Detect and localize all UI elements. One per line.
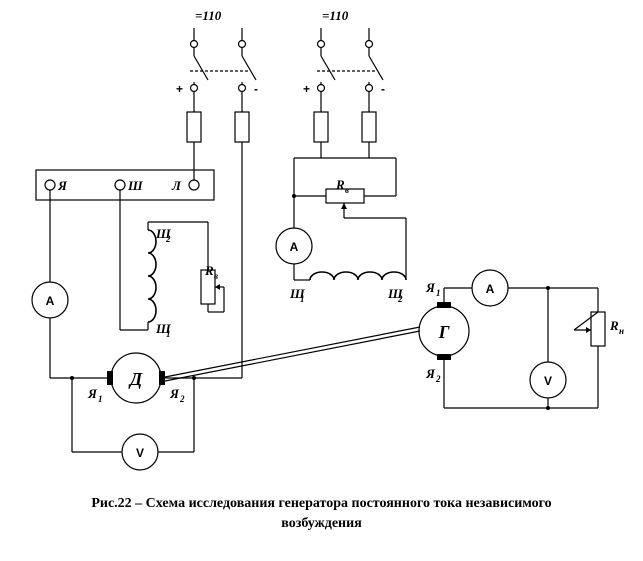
ammeter-generator-label: A <box>486 282 495 296</box>
motor-rheostat-sub: в <box>214 271 218 281</box>
voltmeter-generator-label: V <box>544 374 552 388</box>
generator-field-wiring <box>292 157 407 281</box>
shaft-line-top <box>159 326 421 379</box>
generator-ya1-sub: 1 <box>436 288 441 298</box>
supply-right-label: =110 <box>322 8 349 23</box>
gen-field-sh2-sub: 2 <box>397 294 403 304</box>
gen-field-sh1-sub: 1 <box>300 294 305 304</box>
terminal-ya-label: Я <box>57 178 68 193</box>
supply-left-plus: + <box>176 82 183 96</box>
ammeter-generator <box>471 269 509 307</box>
gen-field-sh1-label: Ш <box>289 286 305 301</box>
voltmeter-motor-label: V <box>136 446 144 460</box>
motor-brush-1 <box>107 371 113 385</box>
load-resistor-label: R <box>609 318 619 333</box>
supply-left-fuses <box>186 92 250 378</box>
supply-left-switch <box>189 28 257 93</box>
supply-right-fuses <box>313 92 377 158</box>
ammeter-motor-armature <box>31 281 69 319</box>
supply-right-plus: + <box>303 82 310 96</box>
generator-load-wiring <box>443 286 606 410</box>
motor-field-sh1-label: Ш <box>155 321 171 336</box>
motor-label: Д <box>128 369 143 389</box>
circuit-schematic: =110 + - =110 <box>31 8 624 471</box>
terminal-sh-label: Ш <box>127 178 143 193</box>
generator-brush-2 <box>437 354 451 360</box>
terminal-box <box>35 169 215 201</box>
supply-left-label: =110 <box>195 8 222 23</box>
motor-ya1-label: Я <box>87 386 98 401</box>
generator-ya2-label: Я <box>425 366 436 381</box>
ammeter-motor-armature-label: A <box>46 294 55 308</box>
ammeter-gen-field-label: A <box>290 240 299 254</box>
gen-field-sh2-label: Ш <box>387 286 403 301</box>
motor-armature-wiring <box>49 190 242 453</box>
gen-rheostat-label: R <box>335 177 345 192</box>
motor-ya2-sub: 2 <box>179 394 185 404</box>
supply-left-minus: - <box>254 82 258 96</box>
voltmeter-generator <box>529 361 567 399</box>
terminal-ya <box>44 179 56 191</box>
shaft-line-bottom <box>159 330 421 383</box>
terminal-sh <box>114 179 126 191</box>
terminal-l <box>188 179 200 191</box>
generator-ya1-label: Я <box>425 280 436 295</box>
figure-caption-line1: Рис.22 – Схема исследования генератора п… <box>91 496 552 511</box>
generator-label: Г <box>438 322 450 342</box>
supply-right-switch <box>316 28 384 93</box>
generator-brush-1 <box>437 302 451 308</box>
motor-field-sh2-sub: 2 <box>165 234 171 244</box>
motor-field-sh1-sub: 1 <box>166 329 171 339</box>
motor-rheostat-label: R <box>204 263 214 278</box>
supply-right-minus: - <box>381 82 385 96</box>
terminal-l-label: Л <box>171 178 182 193</box>
motor-ya1-sub: 1 <box>98 394 103 404</box>
ammeter-gen-field <box>275 227 313 265</box>
generator-ya2-sub: 2 <box>435 374 441 384</box>
figure-caption-line2: возбуждения <box>281 516 362 531</box>
motor-ya2-label: Я <box>169 386 180 401</box>
gen-rheostat-sub: в <box>345 185 349 195</box>
voltmeter-motor <box>121 433 159 471</box>
motor-field-winding <box>119 190 225 331</box>
motor-field-sh2-label: Ш <box>155 226 171 241</box>
load-resistor-sub: н <box>619 326 624 336</box>
